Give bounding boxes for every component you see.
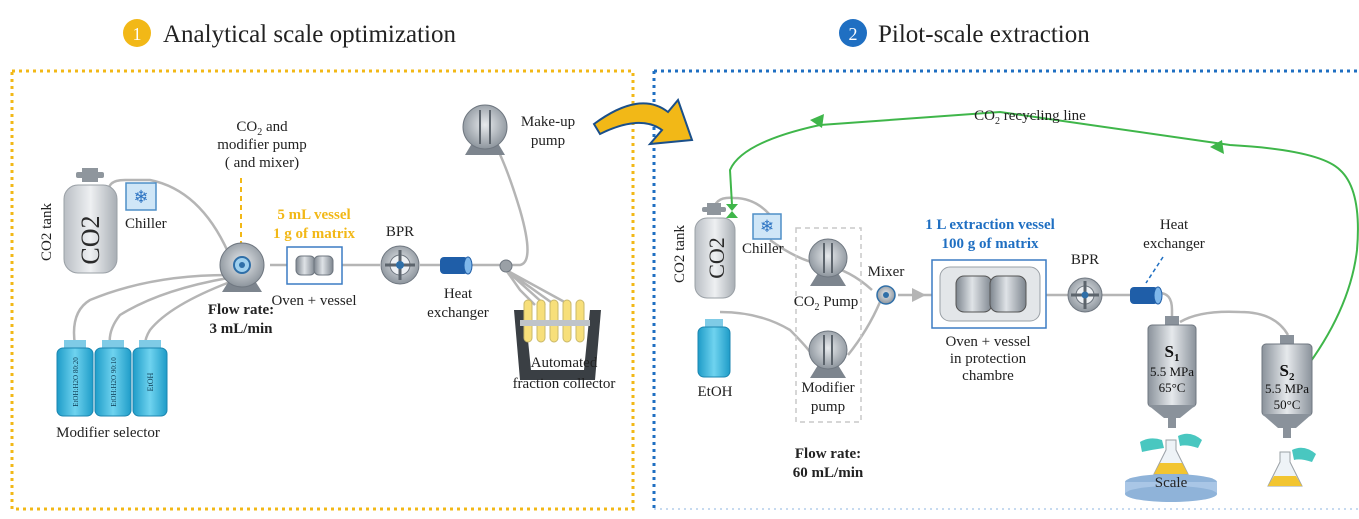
analytical-pump-label-line3: ( and mixer) [225, 155, 299, 171]
analytical-flow-rate-label: Flow rate: [208, 302, 274, 318]
modifier-bottle-2: EtOH:H2O 90:10 [94, 340, 132, 417]
pump-enclosure [795, 227, 862, 423]
scale [1125, 474, 1217, 502]
analytical-pump-label-line2: modifier pump [217, 137, 307, 153]
step-1-header: 1 Analytical scale optimization [123, 19, 456, 48]
analytical-co2-glyph: CO2 [76, 215, 105, 264]
recycle-valve [726, 204, 738, 218]
pilot-heat-exchanger-label-1: Heat [1160, 217, 1189, 233]
pilot-chiller: ❄ [752, 213, 782, 240]
pilot-bpr [1067, 277, 1103, 313]
pilot-co2-glyph: CO2 [704, 237, 729, 279]
pilot-oven-label-1: Oven + vessel [945, 334, 1030, 350]
co2-recycling-line [728, 110, 1359, 373]
analytical-pump [219, 242, 265, 292]
pilot-modifier-pump [808, 330, 848, 378]
analytical-heat-exchanger [440, 256, 473, 275]
pilot-oven-label-3: chambre [962, 368, 1014, 384]
step-1-badge [123, 19, 151, 47]
recycle-arrow-1 [810, 114, 824, 128]
analytical-bpr [380, 245, 420, 285]
analytical-bpr-label: BPR [386, 224, 414, 240]
analytical-panel-border [10, 69, 635, 511]
pilot-chiller-label: Chiller [742, 241, 784, 257]
analytical-vessel-volume: 5 mL vessel [277, 207, 350, 223]
s2-temperature: 50°C [1274, 397, 1301, 412]
pilot-oven-vessel [931, 259, 1047, 329]
svg-text:EtOH:H2O 80:20: EtOH:H2O 80:20 [72, 357, 80, 407]
step-2-header: 2 Pilot-scale extraction [839, 19, 1090, 48]
pilot-co2-pump [808, 238, 848, 286]
makeup-pump-label-2: pump [531, 133, 565, 149]
pilot-flow-rate-label: Flow rate: [795, 446, 861, 462]
fraction-collector-label-1: Automated [531, 355, 598, 371]
pilot-modifier-pump-label-1: Modifier [801, 380, 854, 396]
analytical-vessel-matrix: 1 g of matrix [273, 226, 356, 242]
snowflake-icon: ❄ [133, 187, 148, 207]
analytical-junction [499, 259, 513, 273]
pilot-snowflake-icon: ❄ [760, 217, 774, 236]
svg-text:EtOH: EtOH [146, 372, 155, 391]
recycle-line-label: CO2 recycling line [974, 108, 1086, 127]
analytical-heat-exchanger-label-2: exchanger [427, 305, 489, 321]
analytical-flow-rate-value: 3 mL/min [210, 321, 274, 337]
analytical-chiller-label: Chiller [125, 216, 167, 232]
fraction-collector [514, 299, 601, 380]
analytical-co2-tank-label: CO2 tank [39, 203, 55, 261]
makeup-pump [462, 104, 508, 155]
step-1-title: Analytical scale optimization [163, 21, 456, 48]
separator-s1 [1147, 316, 1197, 428]
mixer-flow-arrow [912, 288, 926, 302]
separator-s2 [1261, 335, 1313, 438]
s1-pressure: 5.5 MPa [1150, 364, 1194, 379]
pilot-co2-pump-label: CO2 Pump [794, 294, 859, 313]
pilot-heat-exchanger [1130, 286, 1163, 305]
analytical-heat-exchanger-label-1: Heat [444, 286, 473, 302]
pilot-co2-tank: CO2 [694, 203, 736, 299]
modifier-bottle-1: EtOH:H2O 80:20 [56, 340, 94, 417]
step-1-number: 1 [133, 24, 142, 44]
transition-arrow [592, 98, 694, 146]
pilot-heat-exchanger-label-2: exchanger [1143, 236, 1205, 252]
fraction-collector-label-2: fraction collector [513, 376, 616, 392]
pilot-oven-label-2: in protection [950, 351, 1027, 367]
makeup-pump-label-1: Make-up [521, 114, 575, 130]
pilot-vessel-volume: 1 L extraction vessel [925, 217, 1055, 233]
analytical-pump-label-line1: CO2 and [236, 119, 288, 138]
modifier-selector-label: Modifier selector [56, 425, 160, 441]
mixer-label: Mixer [868, 264, 905, 280]
analytical-co2-tank: CO2 [63, 168, 118, 274]
recycle-arrow-2 [1210, 140, 1224, 154]
s1-temperature: 65°C [1159, 380, 1186, 395]
analytical-chiller: ❄ [125, 182, 157, 211]
svg-text:EtOH:H2O 90:10: EtOH:H2O 90:10 [110, 357, 118, 407]
s1-collection-flask [1140, 433, 1202, 475]
analytical-pipes [72, 134, 571, 346]
step-2-title: Pilot-scale extraction [878, 21, 1090, 48]
s1-label: S1 [1165, 342, 1180, 364]
analytical-oven-vessel [286, 246, 343, 285]
etoh-label: EtOH [698, 384, 733, 400]
etoh-bottle [697, 319, 731, 378]
pilot-bpr-label: BPR [1071, 252, 1099, 268]
step-2-badge [839, 19, 867, 47]
modifier-bottle-3: EtOH [132, 340, 168, 417]
s2-collection-flask [1267, 447, 1316, 487]
pilot-heat-exchanger-callout [1145, 256, 1164, 284]
scale-label: Scale [1155, 475, 1188, 491]
pilot-modifier-pump-label-2: pump [811, 399, 845, 415]
s2-label: S2 [1280, 361, 1295, 383]
modifier-bottles: EtOH:H2O 80:20 EtOH:H2O 90:10 EtOH [56, 340, 168, 417]
pilot-flow-rate-value: 60 mL/min [793, 465, 864, 481]
pilot-co2-tank-label: CO2 tank [672, 225, 688, 283]
step-2-number: 2 [849, 24, 858, 44]
analytical-oven-label: Oven + vessel [271, 293, 356, 309]
s2-pressure: 5.5 MPa [1265, 381, 1309, 396]
pilot-vessel-matrix: 100 g of matrix [941, 236, 1039, 252]
mixer [876, 285, 896, 305]
